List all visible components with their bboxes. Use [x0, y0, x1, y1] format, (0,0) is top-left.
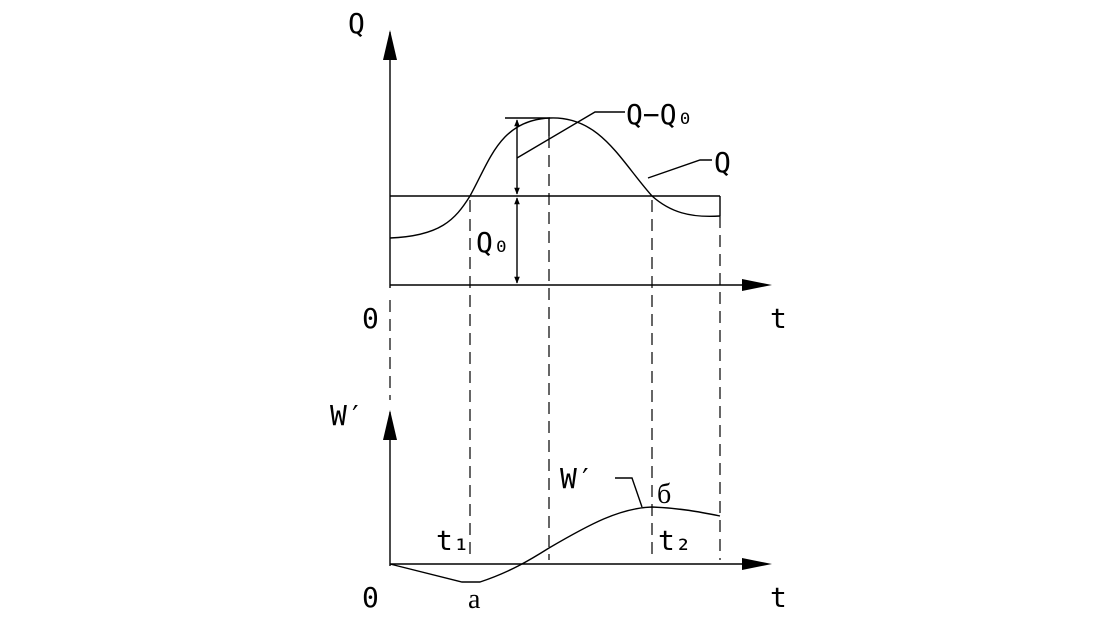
guide-lines — [389, 136, 721, 560]
top-x-axis-label: t — [770, 302, 787, 335]
w-prime-curve — [389, 506, 721, 583]
t2-label: t₂ — [658, 524, 692, 557]
difference-label: Q−Q₀ — [626, 98, 693, 131]
top-y-axis-arrow — [383, 30, 397, 60]
q-curve-label: Q — [714, 146, 731, 179]
q-minus-q0-leader — [516, 111, 625, 159]
t1-label: t₁ — [436, 524, 470, 557]
point-b-label: б — [657, 479, 671, 510]
bottom-y-axis-arrow — [383, 410, 397, 440]
w-prime-leader — [615, 477, 643, 508]
bottom-plot: W′ t 0 W′ б а t₁ t₂ — [330, 399, 787, 615]
bottom-y-axis-label: W′ — [330, 399, 364, 432]
bottom-x-axis-arrow — [742, 558, 772, 570]
top-origin-label: 0 — [362, 302, 379, 335]
point-a-label: а — [468, 584, 481, 615]
top-plot: Q t 0 Q−Q₀ Q Q₀ — [348, 7, 787, 335]
q-curve-leader — [647, 159, 712, 179]
top-y-axis-label: Q — [348, 7, 365, 40]
top-x-axis-arrow — [742, 279, 772, 291]
bottom-origin-label: 0 — [362, 581, 379, 614]
bottom-x-axis-label: t — [770, 581, 787, 614]
w-prime-label: W′ — [560, 462, 594, 495]
q0-label: Q₀ — [476, 226, 510, 259]
